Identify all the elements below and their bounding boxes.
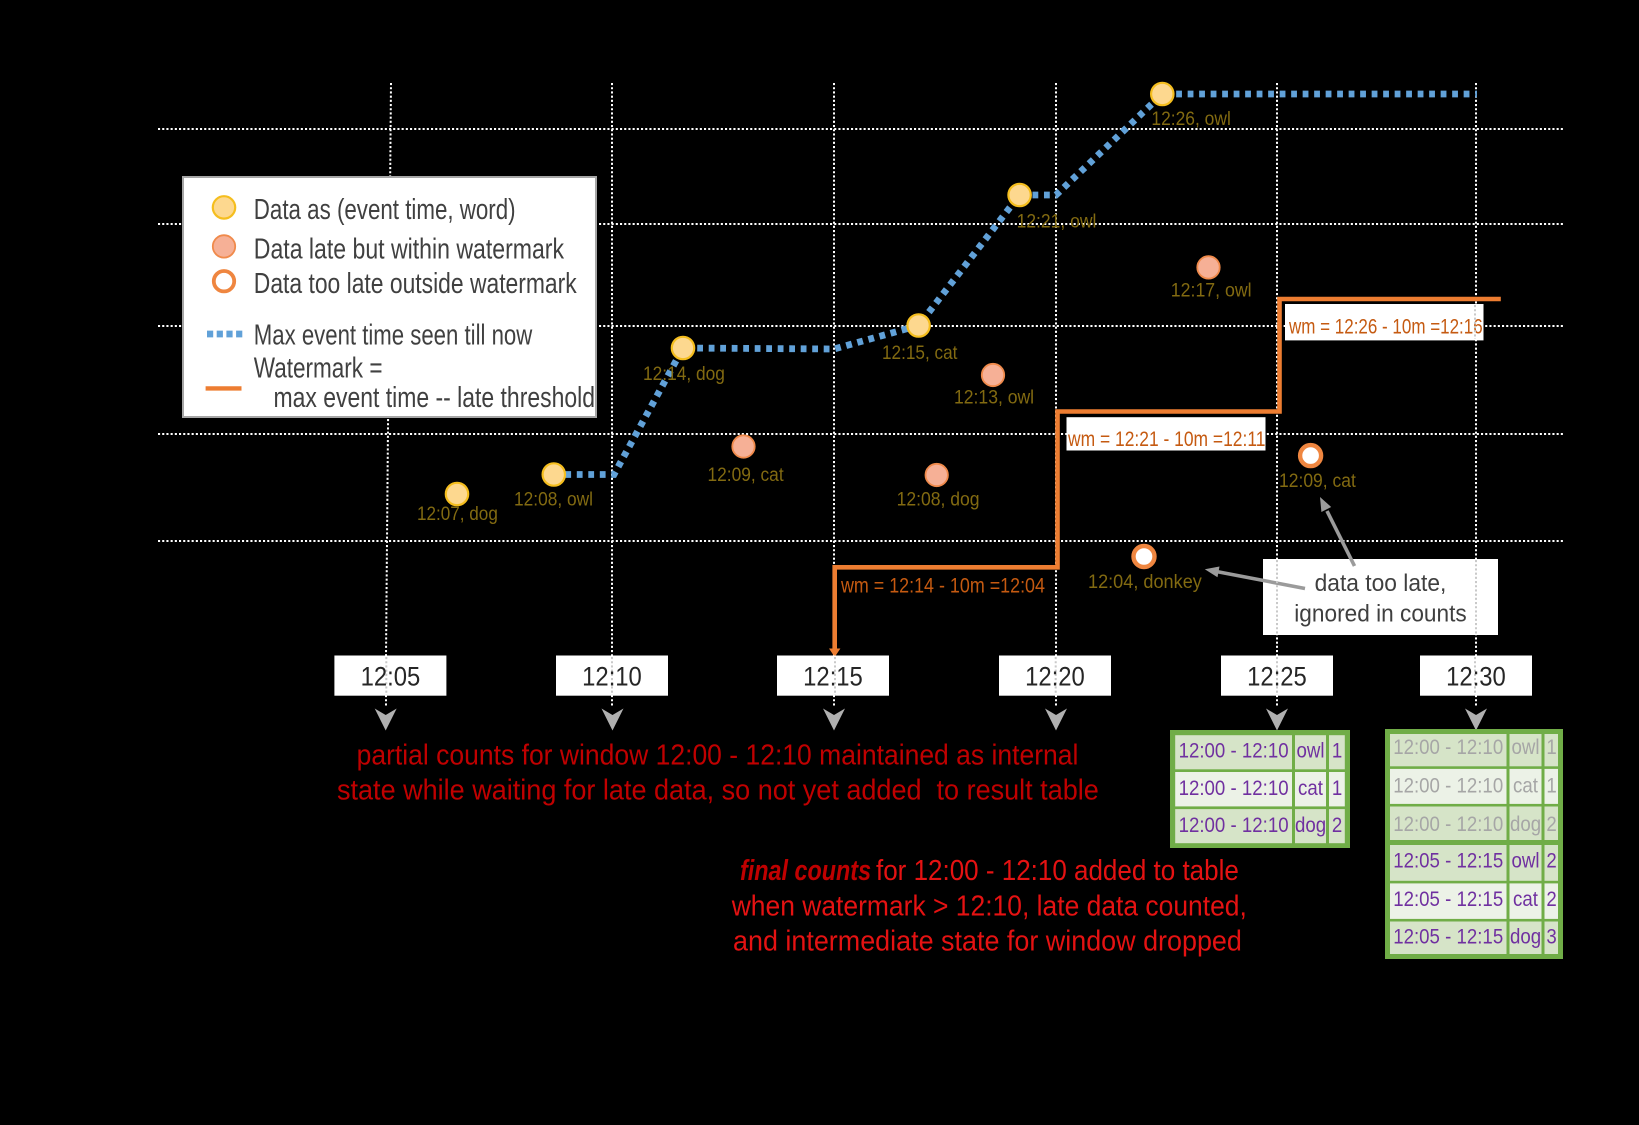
svg-text:12:00 - 12:10: 12:00 - 12:10 [1393,813,1503,836]
svg-text:12:14, dog: 12:14, dog [643,362,725,384]
svg-text:data too late,: data too late, [1315,569,1447,596]
svg-text:wm = 12:26 - 10m =12:16: wm = 12:26 - 10m =12:16 [1288,316,1483,339]
svg-text:cat: cat [1298,777,1323,800]
svg-text:Data too late outside watermar: Data too late outside watermark [254,266,578,299]
svg-text:2: 2 [1546,813,1556,836]
svg-text:owl: owl [1296,740,1324,763]
svg-text:12:13, owl: 12:13, owl [954,386,1034,408]
svg-text:2: 2 [1332,814,1342,837]
svg-text:ignored in counts: ignored in counts [1294,600,1466,627]
svg-text:12:26, owl: 12:26, owl [1151,107,1230,129]
svg-text:dog: dog [1295,814,1326,837]
svg-text:for 12:00 - 12:10 added to tab: for 12:00 - 12:10 added to table [876,854,1239,886]
svg-text:when watermark > 12:10, late d: when watermark > 12:10, late data counte… [731,890,1247,922]
svg-text:12:05 - 12:15: 12:05 - 12:15 [1393,849,1503,872]
svg-text:12:00 - 12:10: 12:00 - 12:10 [1179,740,1289,763]
svg-text:dog: dog [1510,925,1541,948]
svg-text:wm = 12:14 - 10m =12:04: wm = 12:14 - 10m =12:04 [840,574,1045,598]
svg-text:12:00 - 12:10: 12:00 - 12:10 [1393,775,1503,798]
svg-text:12:08, dog: 12:08, dog [897,488,980,510]
svg-text:3: 3 [1546,925,1556,948]
svg-text:1: 1 [1546,736,1556,759]
svg-text:wm = 12:21 - 10m =12:11: wm = 12:21 - 10m =12:11 [1067,429,1265,452]
svg-text:12:05: 12:05 [361,662,421,691]
svg-text:12:25: 12:25 [1247,662,1307,691]
svg-text:and intermediate state for win: and intermediate state for window droppe… [733,925,1242,957]
svg-text:2: 2 [1546,888,1556,911]
svg-text:state while waiting for late d: state while waiting for late data, so no… [337,774,1099,806]
svg-text:1: 1 [1546,775,1556,798]
svg-text:partial counts for window 12:0: partial counts for window 12:00 - 12:10 … [357,739,1079,771]
svg-text:2: 2 [1546,849,1556,872]
svg-text:owl: owl [1511,736,1539,759]
svg-text:12:21, owl: 12:21, owl [1017,210,1097,232]
svg-text:12:10: 12:10 [582,662,642,691]
svg-text:12:08, owl: 12:08, owl [514,488,593,510]
svg-text:dog: dog [1510,813,1541,836]
svg-text:12:30: 12:30 [1446,662,1506,691]
svg-text:12:09, cat: 12:09, cat [708,463,784,485]
svg-text:12:00 - 12:10: 12:00 - 12:10 [1393,736,1503,759]
svg-text:1: 1 [1332,740,1342,763]
svg-text:Max event time seen till now: Max event time seen till now [254,320,533,351]
svg-text:cat: cat [1513,775,1538,798]
svg-text:12:15, cat: 12:15, cat [882,341,957,363]
svg-text:max event time -- late thresho: max event time -- late threshold [274,380,595,413]
svg-text:12:17, owl: 12:17, owl [1171,279,1252,301]
svg-text:12:00 - 12:10: 12:00 - 12:10 [1179,814,1289,837]
svg-text:1: 1 [1332,777,1342,800]
svg-text:final counts: final counts [740,854,871,887]
svg-text:Data as (event time, word): Data as (event time, word) [254,195,516,226]
svg-text:Watermark =: Watermark = [254,351,383,385]
svg-text:owl: owl [1511,849,1539,872]
svg-text:Data late but within watermark: Data late but within watermark [254,232,565,265]
svg-text:cat: cat [1513,888,1538,911]
svg-text:12:07, dog: 12:07, dog [417,502,498,524]
svg-text:12:09, cat: 12:09, cat [1279,469,1357,491]
svg-text:12:00 - 12:10: 12:00 - 12:10 [1179,777,1289,800]
svg-text:12:04, donkey: 12:04, donkey [1088,570,1202,592]
svg-text:12:15: 12:15 [803,662,863,691]
svg-text:12:20: 12:20 [1025,662,1085,691]
svg-text:12:05 - 12:15: 12:05 - 12:15 [1393,925,1503,948]
svg-text:12:05 - 12:15: 12:05 - 12:15 [1393,888,1503,911]
